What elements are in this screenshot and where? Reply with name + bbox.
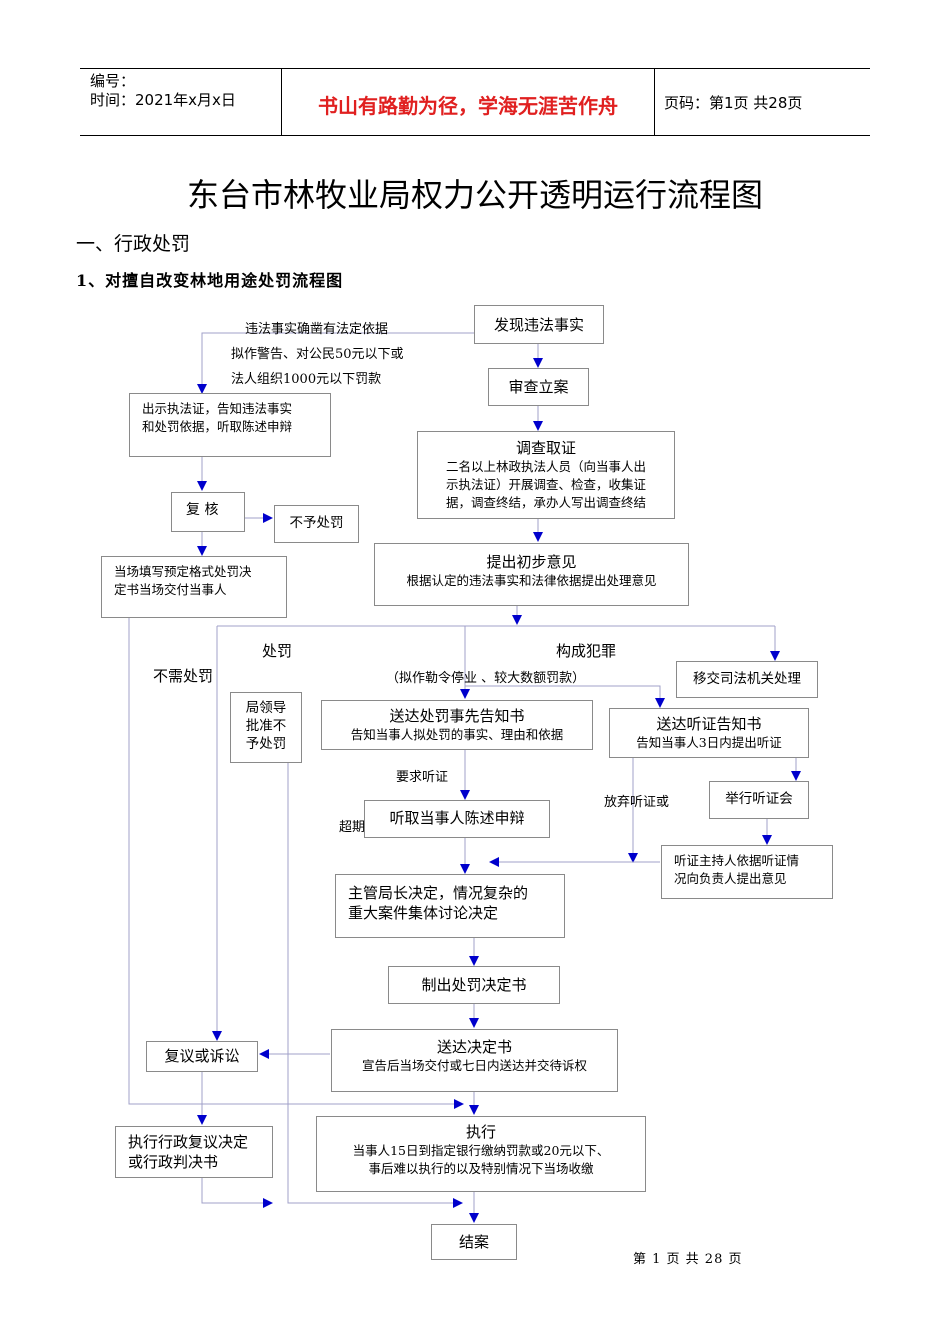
no-punishment-box: 不予处罚 (274, 505, 359, 543)
close-case-text: 结案 (458, 1233, 489, 1251)
branch-label-crime: 构成犯罪 (556, 642, 617, 660)
hold-hearing-text: 举行听证会 (725, 791, 793, 807)
execute-text: 当事人15日到指定银行缴纳罚款或20元以下、 (352, 1143, 610, 1158)
investigate-text: 示执法证）开展调查、检查，收集证 (445, 477, 646, 492)
no-punishment-text: 不予处罚 (289, 515, 344, 531)
director-decision-text: 主管局长决定，情况复杂的 (348, 884, 529, 902)
director-decision-text: 重大案件集体讨论决定 (348, 904, 499, 922)
execute-text: 事后难以执行的以及特别情况下当场收缴 (368, 1161, 594, 1176)
header-top-rule (80, 68, 870, 69)
investigate-text: 二名以上林政执法人员（向当事人出 (445, 459, 646, 474)
leader-approved-text: 局领导 (245, 700, 287, 716)
section-heading: 一、行政处罚 (76, 233, 191, 255)
discover-violation-box: 发现违法事实 (474, 305, 604, 344)
show-certificate-text: 出示执法证，告知违法事实 (142, 401, 293, 416)
deliver-decision-title: 送达决定书 (436, 1038, 512, 1056)
hearing-notice-box: 送达听证告知书 告知当事人3日内提出听证 (609, 708, 809, 758)
appeal-box: 复议或诉讼 (146, 1041, 258, 1072)
hearing-host-text: 听证主持人依据听证情 (674, 853, 800, 868)
review-box: 复 核 (171, 492, 245, 532)
transfer-judicial-text: 移交司法机关处理 (693, 671, 801, 687)
register-case-text: 审查立案 (508, 378, 569, 396)
register-case-box: 审查立案 (488, 368, 589, 406)
simple-procedure-condition: 法人组织1000元以下罚款 (231, 372, 382, 387)
make-decision-text: 制出处罚决定书 (421, 976, 527, 994)
investigate-title: 调查取证 (515, 439, 576, 457)
prior-notice-text: 告知当事人拟处罚的事实、理由和依据 (350, 727, 564, 742)
simple-procedure-condition: 违法事实确凿有法定依据 (245, 322, 389, 337)
overdue-label: 超期 (339, 820, 366, 835)
header-motto: 书山有路勤为径，学海无涯苦作舟 (318, 94, 618, 118)
director-decision-box: 主管局长决定，情况复杂的 重大案件集体讨论决定 (335, 874, 565, 938)
doc-date-label: 时间：2021年x月x日 (90, 91, 236, 109)
header-divider (654, 69, 655, 135)
fill-decision-form-text: 定书当场交付当事人 (114, 582, 227, 597)
execute-title: 执行 (465, 1123, 496, 1141)
leader-approved-text: 予处罚 (245, 736, 287, 752)
initial-opinion-text: 根据认定的违法事实和法律依据提出处理意见 (406, 573, 657, 588)
execute-box: 执行 当事人15日到指定银行缴纳罚款或20元以下、 事后难以执行的以及特别情况下… (316, 1116, 646, 1192)
fill-decision-form-text: 当场填写预定格式处罚决 (114, 564, 252, 579)
prior-notice-box: 送达处罚事先告知书 告知当事人拟处罚的事实、理由和依据 (321, 700, 593, 750)
listen-statement-box: 听取当事人陈述申辩 (364, 800, 550, 838)
page-title: 东台市林牧业局权力公开透明运行流程图 (186, 176, 763, 214)
review-text: 复 核 (186, 502, 219, 518)
investigate-text: 据，调查终结，承办人写出调查终结 (445, 495, 646, 510)
request-hearing-label: 要求听证 (396, 770, 449, 785)
show-certificate-box: 出示执法证，告知违法事实 和处罚依据，听取陈述申辩 (129, 393, 331, 457)
prior-notice-title: 送达处罚事先告知书 (389, 707, 525, 725)
hearing-host-text: 况向负责人提出意见 (674, 871, 787, 886)
branch-label-no-need: 不需处罚 (153, 667, 214, 685)
appeal-text: 复议或诉讼 (164, 1047, 240, 1065)
hearing-notice-title: 送达听证告知书 (656, 715, 762, 733)
fill-decision-form-box: 当场填写预定格式处罚决 定书当场交付当事人 (101, 556, 287, 618)
initial-opinion-box: 提出初步意见 根据认定的违法事实和法律依据提出处理意见 (374, 543, 689, 606)
hearing-notice-text: 告知当事人3日内提出听证 (636, 735, 782, 750)
branch-label-heavy-penalty: （拟作勒令停业 、较大数额罚款） (386, 671, 586, 686)
transfer-judicial-box: 移交司法机关处理 (676, 661, 818, 698)
page-footer: 第 1 页 共 28 页 (633, 1252, 743, 1267)
admin-review-text: 或行政判决书 (128, 1153, 219, 1171)
make-decision-box: 制出处罚决定书 (388, 966, 560, 1004)
admin-review-execution-box: 执行行政复议决定 或行政判决书 (115, 1126, 273, 1178)
admin-review-text: 执行行政复议决定 (128, 1133, 249, 1151)
branch-label-punish: 处罚 (262, 642, 293, 660)
deliver-decision-text: 宣告后当场交付或七日内送达并交待诉权 (361, 1058, 587, 1073)
header-divider (281, 69, 282, 135)
doc-code-label: 编号： (90, 72, 136, 90)
close-case-box: 结案 (431, 1224, 517, 1260)
show-certificate-text: 和处罚依据，听取陈述申辩 (142, 419, 293, 434)
investigate-box: 调查取证 二名以上林政执法人员（向当事人出 示执法证）开展调查、检查，收集证 据… (417, 431, 675, 519)
leader-approved-text: 批准不 (245, 718, 287, 734)
waive-hearing-label: 放弃听证或 (604, 795, 670, 810)
leader-approved-no-punish-box: 局领导 批准不 予处罚 (230, 692, 302, 763)
hold-hearing-box: 举行听证会 (709, 781, 809, 819)
header-bottom-rule (80, 135, 870, 136)
initial-opinion-title: 提出初步意见 (486, 553, 577, 571)
simple-procedure-condition: 拟作警告、对公民50元以下或 (231, 347, 404, 362)
listen-statement-text: 听取当事人陈述申辩 (389, 809, 525, 827)
hearing-host-opinion-box: 听证主持人依据听证情 况向负责人提出意见 (661, 845, 833, 899)
deliver-decision-box: 送达决定书 宣告后当场交付或七日内送达并交待诉权 (331, 1029, 618, 1092)
subsection-heading: 1、对擅自改变林地用途处罚流程图 (76, 271, 344, 290)
discover-violation-text: 发现违法事实 (493, 316, 584, 334)
page-number-label: 页码：第1页 共28页 (664, 94, 803, 112)
